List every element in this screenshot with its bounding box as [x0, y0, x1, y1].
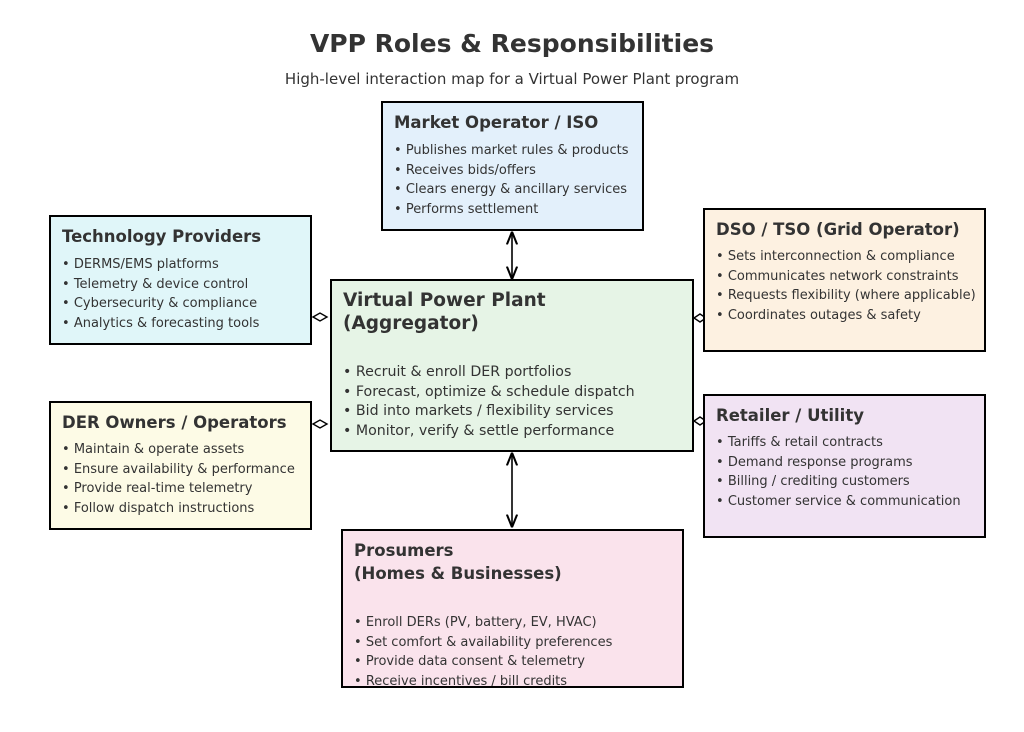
bullet-list: Sets interconnection & compliance Commun… [716, 247, 976, 325]
list-item: Clears energy & ancillary services [394, 180, 628, 200]
box-title: Technology Providers [62, 227, 262, 246]
bullet-list: Publishes market rules & products Receiv… [394, 141, 629, 220]
list-item: Publishes market rules & products [394, 141, 629, 161]
list-item: Maintain & operate assets [62, 440, 295, 460]
list-item: Tariffs & retail contracts [716, 433, 961, 453]
grid-operator-box: DSO / TSO (Grid Operator) Sets interconn… [703, 208, 986, 352]
list-item: DERMS/EMS platforms [62, 255, 259, 275]
list-item: Receive incentives / bill credits [354, 672, 612, 692]
list-item: Telemetry & device control [62, 275, 259, 295]
list-item: Demand response programs [716, 453, 961, 473]
list-item: Forecast, optimize & schedule dispatch [343, 383, 635, 403]
box-title: DSO / TSO (Grid Operator) [716, 220, 960, 239]
list-item: Provide data consent & telemetry [354, 652, 612, 672]
list-item: Ensure availability & performance [62, 460, 295, 480]
prosumers-box: Prosumers (Homes & Businesses) Enroll DE… [341, 529, 684, 692]
bullet-list: DERMS/EMS platforms Telemetry & device c… [62, 255, 260, 334]
list-item: Monitor, verify & settle performance [343, 422, 635, 442]
list-item: Follow dispatch instructions [62, 499, 295, 519]
box-title: Retailer / Utility [716, 406, 864, 425]
technology-providers-box: Technology Providers DERMS/EMS platforms… [49, 215, 312, 345]
der-owners-box: DER Owners / Operators Maintain & operat… [49, 401, 312, 530]
list-item: Performs settlement [394, 200, 628, 220]
market-operator-box: Market Operator / ISO Publishes market r… [381, 101, 644, 231]
list-item: Provide real-time telemetry [62, 479, 295, 499]
list-item: Requests flexibility (where applicable) [716, 286, 976, 306]
connector-vpp-tech [311, 312, 329, 322]
bullet-list: Enroll DERs (PV, battery, EV, HVAC) Set … [354, 613, 613, 692]
page-title: VPP Roles & Responsibilities [309, 29, 715, 58]
list-item: Coordinates outages & safety [716, 306, 976, 326]
bullet-list: Recruit & enroll DER portfolios Forecast… [343, 363, 635, 441]
bullet-list: Maintain & operate assets Ensure availab… [62, 440, 295, 518]
box-title: Virtual Power Plant (Aggregator) [343, 290, 546, 334]
list-item: Set comfort & availability preferences [354, 633, 613, 653]
box-title: Market Operator / ISO [394, 113, 599, 132]
list-item: Enroll DERs (PV, battery, EV, HVAC) [354, 613, 612, 633]
virtual-power-plant-box: Virtual Power Plant (Aggregator) Recruit… [330, 279, 694, 452]
box-title: Prosumers (Homes & Businesses) [354, 541, 562, 583]
list-item: Sets interconnection & compliance [716, 247, 976, 267]
list-item: Recruit & enroll DER portfolios [343, 363, 635, 383]
list-item: Customer service & communication [716, 492, 961, 512]
list-item: Bid into markets / flexibility services [343, 402, 635, 422]
list-item: Billing / crediting customers [716, 472, 961, 492]
connector-vpp-der [311, 419, 329, 429]
list-item: Communicates network constraints [716, 267, 976, 287]
list-item: Receives bids/offers [394, 161, 628, 181]
retailer-utility-box: Retailer / Utility Tariffs & retail cont… [703, 394, 986, 538]
list-item: Cybersecurity & compliance [62, 294, 259, 314]
list-item: Analytics & forecasting tools [62, 314, 260, 334]
bullet-list: Tariffs & retail contracts Demand respon… [716, 433, 961, 511]
box-title: DER Owners / Operators [62, 413, 287, 432]
page-subtitle: High-level interaction map for a Virtual… [284, 70, 740, 88]
